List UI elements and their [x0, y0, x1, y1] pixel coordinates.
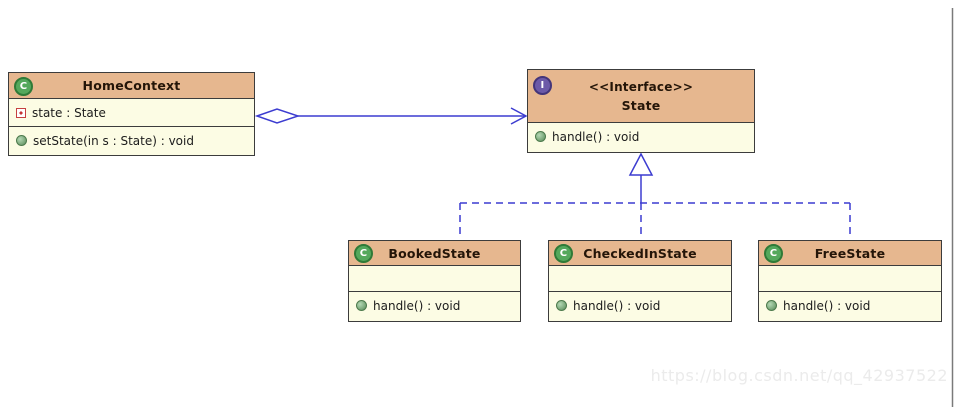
class-icon: C — [764, 244, 783, 263]
method-row: setState(in s : State) : void — [9, 127, 254, 154]
generalization-triangle-icon — [628, 152, 654, 176]
attribute-compartment-empty — [759, 266, 941, 292]
class-box-checkedinstate[interactable]: C CheckedInState handle() : void — [548, 240, 732, 322]
interface-name: State — [621, 97, 661, 113]
method-icon — [766, 300, 777, 311]
method-icon — [16, 135, 27, 146]
open-arrowhead-icon — [510, 107, 528, 125]
aggregation-diamond-icon — [254, 108, 301, 124]
realization-connector[interactable] — [459, 152, 851, 239]
field-icon — [16, 107, 26, 118]
method-icon — [556, 300, 567, 311]
method-label: handle() : void — [783, 298, 871, 313]
class-box-freestate[interactable]: C FreeState handle() : void — [758, 240, 942, 322]
method-row: handle() : void — [759, 292, 941, 319]
class-icon: C — [554, 244, 573, 263]
method-label: handle() : void — [552, 129, 640, 144]
class-name: HomeContext — [82, 78, 181, 93]
method-label: handle() : void — [573, 298, 661, 313]
method-row: handle() : void — [349, 292, 520, 319]
class-name: FreeState — [814, 245, 886, 261]
method-label: handle() : void — [373, 298, 461, 313]
watermark: https://blog.csdn.net/qq_42937522 — [650, 366, 948, 385]
class-box-homecontext[interactable]: C HomeContext state : State setState(in … — [8, 72, 255, 156]
class-box-bookedstate[interactable]: C BookedState handle() : void — [348, 240, 521, 322]
method-label: setState(in s : State) : void — [33, 133, 194, 148]
method-icon — [535, 131, 546, 142]
attribute-compartment-empty — [549, 266, 731, 292]
attribute-label: state : State — [32, 105, 106, 120]
method-icon — [356, 300, 367, 311]
interface-stereotype: <<Interface>> — [588, 79, 694, 94]
class-icon: C — [354, 244, 373, 263]
class-name: CheckedInState — [583, 245, 697, 261]
attribute-compartment-empty — [349, 266, 520, 292]
aggregation-connector[interactable] — [254, 107, 528, 125]
interface-icon: I — [533, 76, 552, 95]
method-row: handle() : void — [549, 292, 731, 319]
method-row: handle() : void — [528, 123, 754, 150]
class-name: BookedState — [388, 245, 481, 261]
class-icon: C — [14, 77, 33, 96]
attribute-row: state : State — [9, 99, 254, 127]
interface-box-state[interactable]: I <<Interface>> State handle() : void — [527, 69, 755, 153]
